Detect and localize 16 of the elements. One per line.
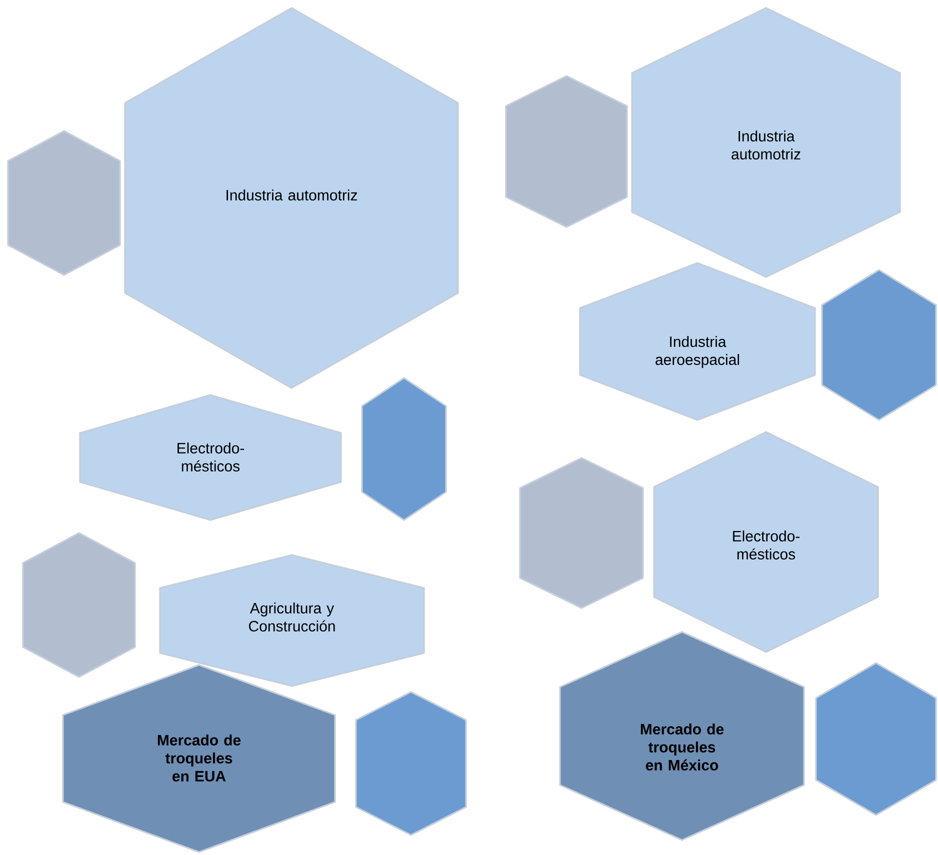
hexagon-box: Electrodo- mésticos (79, 394, 342, 521)
hexagon-box: Mercado de troqueles en México (559, 631, 805, 841)
hexagon-shape (361, 377, 447, 521)
hexagon-shape (355, 691, 467, 836)
hexagon-shape (22, 532, 136, 678)
hexagon-box: Agricultura y Construcción (159, 554, 425, 687)
hexagon-shape (821, 269, 937, 421)
hexagon-box: Industria automotriz (124, 7, 459, 389)
hexagon-shape (7, 130, 121, 276)
hexagon-shape (505, 75, 628, 228)
hexagon-box: Industria automotriz (631, 7, 901, 278)
hexagon-shape (815, 662, 937, 816)
hexagon-box: Mercado de troqueles en EUA (62, 664, 336, 853)
hexagon-box: Electrodo- mésticos (653, 431, 879, 653)
hexagon-box: Industria aeroespacial (579, 262, 816, 421)
hexagon-shape (519, 457, 644, 609)
